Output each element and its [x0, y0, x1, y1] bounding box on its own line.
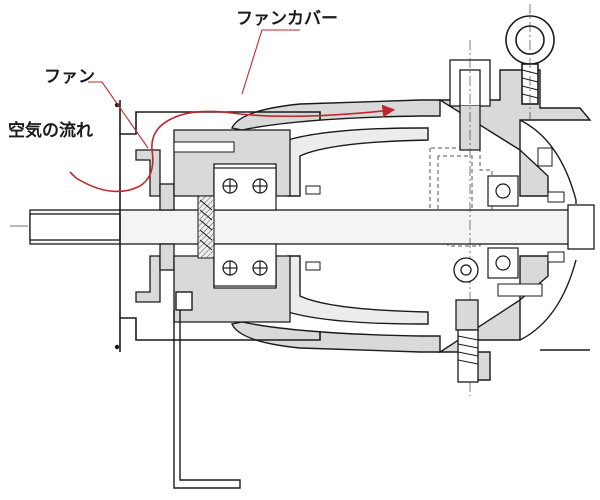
airflow-arrow-start	[69, 171, 77, 179]
fan-label: ファン	[44, 67, 95, 87]
bearings	[213, 167, 277, 287]
shaft-end-right	[567, 204, 595, 250]
cover-screw-bottom	[114, 344, 120, 350]
fan	[135, 149, 175, 303]
shaft-end	[29, 213, 121, 241]
fan-cover	[119, 100, 321, 352]
cover-screw-top	[114, 102, 120, 108]
bottom-fitting	[453, 257, 479, 383]
fan-leader	[88, 81, 149, 149]
fan-cover-label: ファンカバー	[236, 9, 338, 29]
main-shaft	[29, 209, 591, 245]
airflow-arrow	[75, 104, 396, 193]
drain-handle	[173, 291, 241, 489]
housing-bolts	[173, 141, 565, 297]
worm-gear	[197, 195, 215, 259]
fan-cover-leader	[241, 29, 300, 95]
airflow-label: 空気の流れ	[8, 121, 93, 141]
right-bearing	[487, 175, 519, 279]
